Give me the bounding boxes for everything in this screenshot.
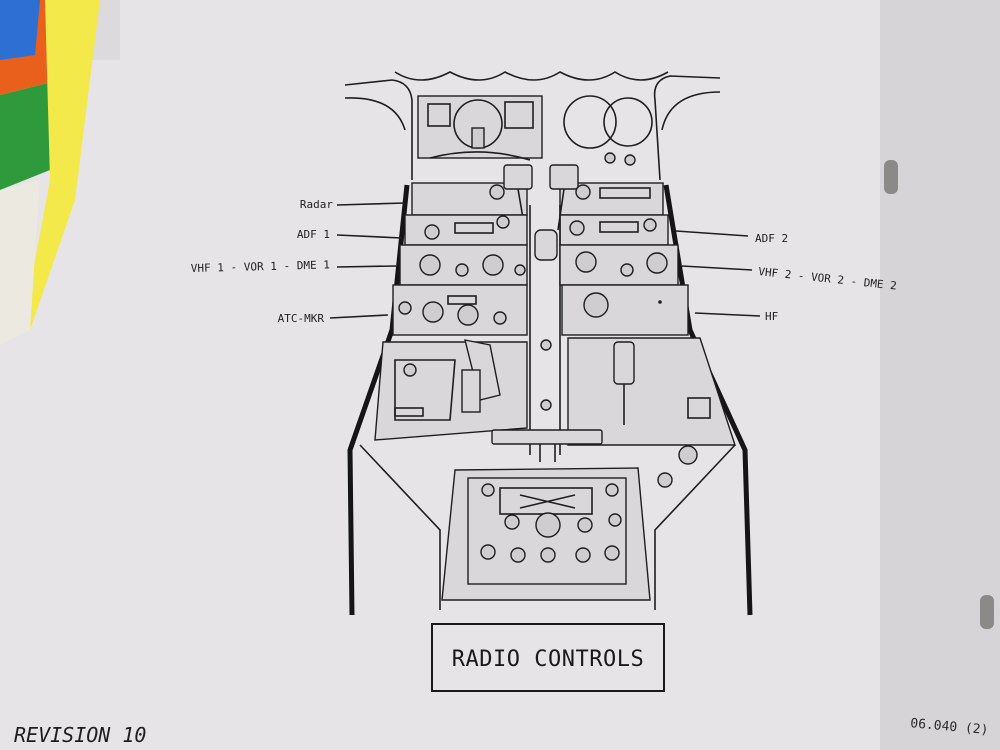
trim-panel	[374, 341, 528, 441]
aft-main-knob	[535, 512, 561, 538]
side-knob-b	[657, 472, 673, 488]
vhf1-freq-knob	[419, 254, 441, 276]
adf2-tune-knob	[643, 218, 657, 232]
panel-outline-right	[653, 75, 721, 181]
cockpit-pedestal-drawing	[344, 71, 753, 616]
atc-display	[447, 295, 477, 305]
center-handle	[471, 127, 485, 149]
center-trim-arc	[429, 151, 531, 161]
atc-mode-knob	[493, 311, 507, 325]
page-fold-shadow	[880, 0, 1000, 750]
vhf1-vol-knob	[455, 263, 469, 277]
aft-knob-tl	[481, 483, 495, 497]
adf1-display	[454, 222, 494, 234]
hf-panel	[561, 284, 689, 336]
small-knob-a	[604, 152, 616, 164]
small-knob-b	[624, 154, 636, 166]
leader-radar	[336, 202, 406, 206]
vhf1-nav-knob	[482, 254, 504, 276]
aft-edge-left	[359, 444, 441, 610]
leader-hf	[694, 312, 761, 317]
leader-adf1	[336, 234, 403, 239]
binder-ring-bottom	[980, 595, 994, 629]
aft-btn-5	[604, 545, 620, 561]
leader-atc-mkr	[329, 314, 389, 319]
binder-rings	[884, 160, 994, 629]
vhf2-nav-knob	[646, 252, 668, 274]
label-adf2: ADF 2	[755, 232, 788, 245]
parking-brake-bar	[491, 429, 603, 445]
hf-freq-knob	[583, 292, 609, 318]
center-display	[504, 101, 534, 129]
label-vhf1-vor1-dme1: VHF 1 - VOR 1 - DME 1	[191, 258, 330, 275]
atc-small-knob	[398, 301, 412, 315]
tab-yellow	[22, 0, 100, 330]
trim-knob	[403, 363, 417, 377]
center-toggle-a	[540, 339, 552, 351]
adf1-tune-knob	[496, 215, 510, 229]
vhf2-vol-knob	[620, 263, 634, 277]
aft-toggle	[608, 513, 622, 527]
aft-edge-right	[654, 444, 736, 610]
label-radar: Radar	[300, 198, 333, 211]
aft-btn-4	[575, 547, 591, 563]
aft-btn-1	[480, 544, 496, 560]
panel-outline-left	[344, 79, 413, 180]
right-gauge-1	[563, 95, 617, 149]
lower-right-box	[687, 397, 711, 419]
throttle-lever-right	[549, 164, 579, 190]
page-number: 06.040 (2)	[910, 716, 989, 738]
hf-marker	[658, 300, 662, 304]
label-hf: HF	[765, 310, 778, 323]
center-lever	[534, 229, 558, 261]
speedbrake-lever	[613, 341, 635, 385]
center-toggle-b	[540, 399, 552, 411]
throttle-stem-right	[557, 188, 565, 231]
tab-blue	[0, 0, 40, 60]
figure-title: RADIO CONTROLS	[452, 647, 644, 672]
right-gauge-2	[603, 97, 653, 147]
flap-handle-box	[461, 369, 481, 413]
revision-label: REVISION 10	[14, 723, 146, 747]
label-atc-mkr: ATC-MKR	[278, 312, 325, 325]
center-switch-box	[427, 103, 451, 127]
panel-curve-right	[661, 91, 721, 131]
title-frame	[431, 623, 665, 692]
atc-code-knob-1	[422, 301, 444, 323]
vhf2-freq-knob	[575, 251, 597, 273]
adf1-knob	[424, 224, 440, 240]
label-adf1: ADF 1	[297, 228, 330, 241]
figure-title-box: RADIO CONTROLS	[431, 623, 665, 692]
radar-knob-right	[575, 184, 591, 200]
atc-code-knob-2	[457, 304, 479, 326]
radar-knob	[489, 184, 505, 200]
vhf1-small-knob	[514, 264, 526, 276]
adf2-display	[599, 221, 639, 233]
leader-adf2	[675, 230, 749, 237]
trim-inner-box	[394, 359, 456, 421]
tab-green	[0, 80, 60, 190]
binder-tabs	[0, 0, 100, 345]
leader-vhf2	[681, 265, 753, 271]
callout-leaders	[329, 202, 761, 319]
radar-switch-row	[599, 187, 651, 199]
tab-white	[0, 180, 40, 345]
leader-vhf1	[336, 265, 397, 268]
throttle-lever-left	[503, 164, 533, 190]
side-knob	[678, 445, 698, 465]
bar-supports	[539, 444, 556, 462]
aft-knob-l	[504, 514, 520, 530]
adf2-knob	[569, 220, 585, 236]
aft-btn-3	[540, 547, 556, 563]
aft-display-cross	[519, 494, 576, 509]
aft-knob-tr	[605, 483, 619, 497]
binder-ring-top	[884, 160, 898, 194]
instrument-tops	[394, 71, 669, 81]
panel-curve-left	[344, 97, 406, 131]
trim-slot	[394, 407, 424, 417]
aft-knob-r	[577, 517, 593, 533]
aft-btn-2	[510, 547, 526, 563]
